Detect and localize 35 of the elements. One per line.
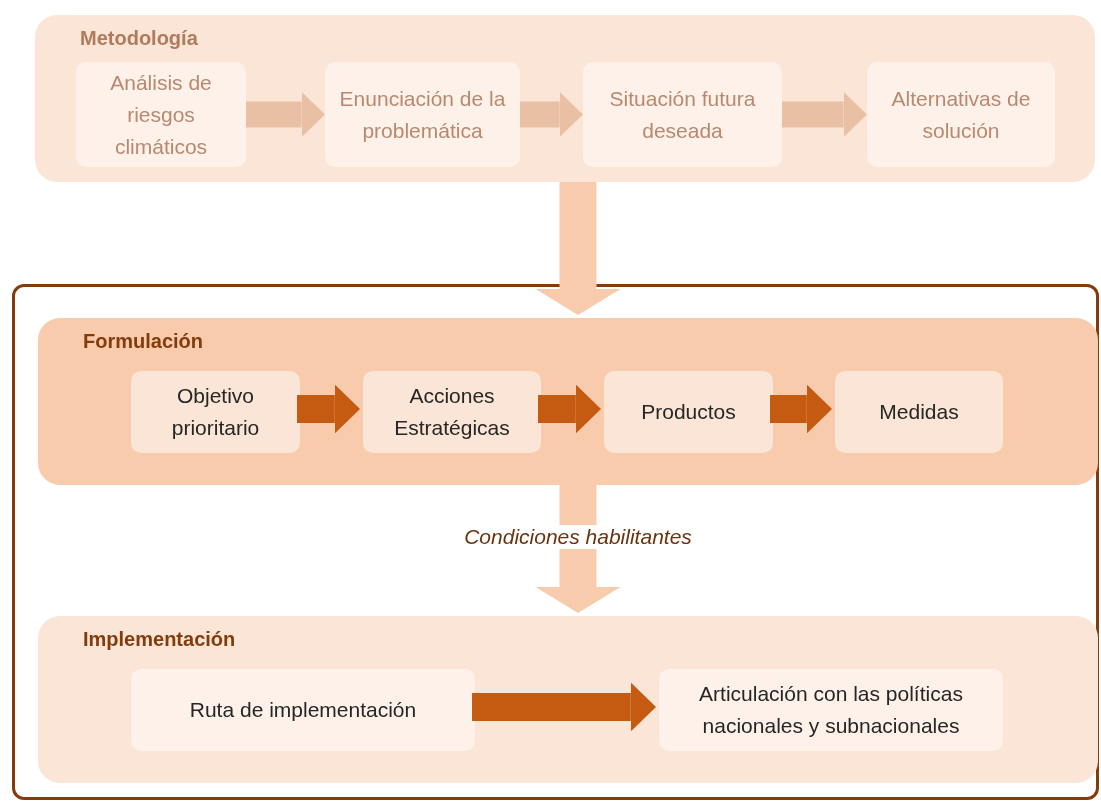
section-panel xyxy=(38,318,1098,485)
box-label: Ruta de implementación xyxy=(188,697,418,723)
box-label: Análisis de riesgos climáticos xyxy=(109,69,213,160)
process-box xyxy=(325,62,520,167)
section-panel xyxy=(35,15,1095,182)
process-box xyxy=(867,62,1055,167)
box-label: Productos xyxy=(640,399,737,425)
box-label: Objetivo prioritario xyxy=(170,383,261,441)
block-arrow xyxy=(535,182,621,315)
process-box xyxy=(363,371,541,453)
block-arrow xyxy=(520,91,583,138)
box-label: Enunciación de la problemática xyxy=(338,85,507,144)
process-box xyxy=(604,371,773,453)
block-arrow xyxy=(782,91,867,138)
process-box xyxy=(835,371,1003,453)
section-heading: Formulación xyxy=(83,330,203,353)
process-box xyxy=(583,62,782,167)
block-arrow xyxy=(246,91,325,138)
block-arrow xyxy=(538,384,601,434)
box-label: Articulación con las políticas nacionales y subnacionales xyxy=(698,681,964,739)
box-label: Situación futura deseada xyxy=(608,85,757,144)
box-label: Acciones Estratégicas xyxy=(393,383,511,441)
process-box xyxy=(76,62,246,167)
block-arrow xyxy=(472,682,656,732)
group-frame xyxy=(12,284,1099,800)
box-label: Medidas xyxy=(878,399,960,425)
section-panel xyxy=(38,616,1098,783)
section-heading: Implementación xyxy=(83,628,236,651)
process-box xyxy=(131,669,475,751)
block-arrow xyxy=(297,384,360,434)
block-arrow xyxy=(770,384,832,434)
process-box xyxy=(131,371,300,453)
section-heading: Metodología xyxy=(80,27,198,50)
box-label: Alternativas de solución xyxy=(890,85,1032,144)
block-arrow xyxy=(535,482,621,613)
